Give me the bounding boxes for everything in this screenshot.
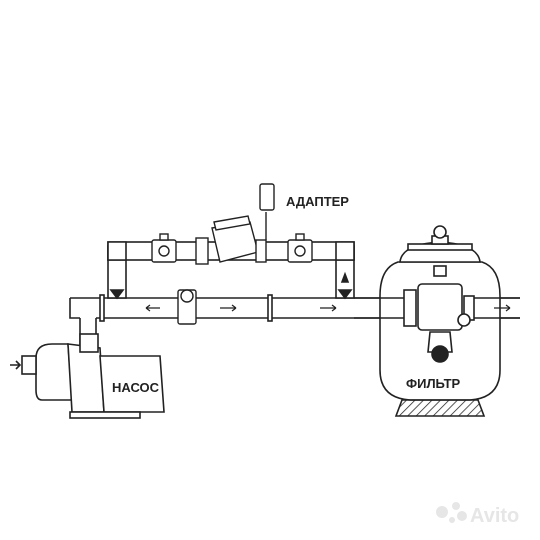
valve-handle	[294, 245, 306, 257]
filter-label: ФИЛЬТР	[406, 376, 461, 391]
bypass-valve-left	[151, 233, 177, 263]
filter-gauge	[433, 265, 447, 277]
adapter-unit	[259, 183, 275, 211]
main-line-valve	[177, 289, 197, 325]
pipe-union-left	[99, 294, 105, 322]
filter-drain-body	[427, 331, 453, 353]
watermark-text: Avito	[470, 505, 519, 527]
adapter-label: АДАПТЕР	[286, 194, 349, 209]
pump-strainer-basket	[35, 343, 73, 401]
valve-handle	[158, 245, 170, 257]
flow-arrow-icon	[494, 304, 511, 312]
filter-lid-rim	[407, 243, 473, 251]
valve-cap	[295, 233, 305, 241]
filter-base	[394, 399, 486, 417]
bypass-left-down-arrow	[109, 289, 125, 300]
bypass-right-elbow	[335, 241, 355, 261]
pump-label: НАСОС	[112, 380, 160, 395]
filter-port-knob	[457, 313, 471, 327]
filter-inlet-flange	[403, 289, 417, 327]
filter	[379, 225, 501, 417]
pump	[10, 333, 165, 419]
pump-inlet-arrow	[10, 360, 22, 370]
pump-housing	[67, 343, 105, 413]
adapter-fitting-left	[195, 237, 209, 265]
flow-arrows	[145, 304, 511, 312]
bypass-valve-right	[287, 233, 313, 263]
bypass-right-down-arrow	[337, 289, 353, 300]
pump-motor	[99, 355, 165, 413]
avito-watermark: Avito	[436, 502, 519, 527]
adapter-chlorinator-cap	[213, 215, 251, 231]
filter-multiport-valve	[417, 283, 463, 331]
adapter-assembly	[195, 183, 275, 265]
filter-lid-handle	[433, 225, 447, 239]
valve-cap	[159, 233, 169, 241]
pump-discharge	[79, 333, 99, 353]
pump-inlet	[21, 355, 37, 375]
filter-pipes	[354, 297, 520, 319]
pump-base	[69, 411, 141, 419]
bypass-right-up-arrow	[340, 271, 350, 283]
valve-handle	[180, 289, 194, 303]
main-pipe-top-cap	[69, 298, 80, 319]
avito-logo-icon	[436, 502, 467, 523]
flow-arrow-icon	[320, 304, 337, 312]
filter-drain-cap	[431, 345, 449, 363]
bypass-left-elbow	[107, 241, 127, 261]
pipe-union-mid	[267, 294, 273, 322]
adapter-fitting-right	[255, 239, 267, 263]
flow-arrow-icon	[220, 304, 237, 312]
flow-arrow-icon	[145, 304, 160, 312]
